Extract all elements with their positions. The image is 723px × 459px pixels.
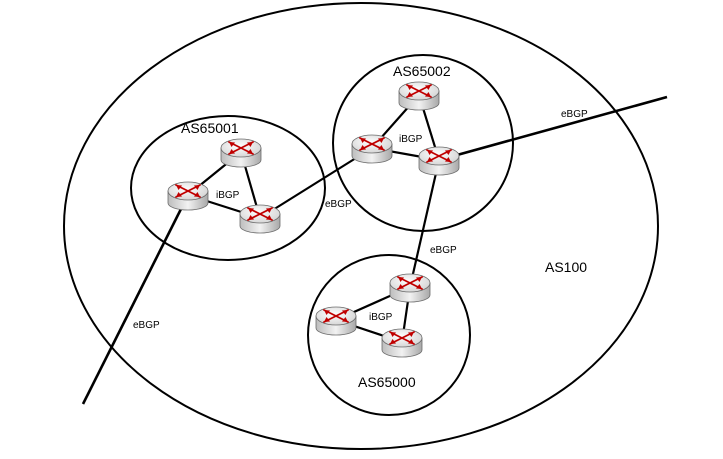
as65001-boundary (130, 115, 326, 261)
as65000-label: AS65000 (358, 374, 416, 390)
router-icon (220, 138, 262, 168)
router-icon (381, 328, 423, 358)
router-icon (315, 306, 357, 336)
as100-boundary (63, 2, 659, 450)
ebgp-label-65002-65000: eBGP (430, 245, 457, 256)
ibgp-label-as65002: iBGP (399, 134, 423, 145)
as100-label: AS100 (545, 259, 587, 275)
ebgp-label-external-left: eBGP (133, 320, 160, 331)
ibgp-label-as65000: iBGP (369, 312, 393, 323)
router-icon (418, 146, 460, 176)
ebgp-link-external-right (438, 95, 668, 162)
as65001-label: AS65001 (181, 120, 239, 136)
ibgp-label-as65001: iBGP (216, 190, 240, 201)
router-icon (389, 273, 431, 303)
ebgp-label-65001-65002: eBGP (325, 199, 352, 210)
as65002-label: AS65002 (393, 63, 451, 79)
ebgp-link-65002-65000 (408, 159, 441, 288)
router-icon (167, 181, 209, 211)
ebgp-link-65001-65002 (259, 147, 373, 219)
router-icon (351, 134, 393, 164)
as65000-boundary (307, 254, 471, 416)
router-icon (398, 81, 440, 111)
ebgp-link-external-left (81, 194, 190, 405)
ebgp-label-external-right: eBGP (561, 109, 588, 120)
router-icon (239, 204, 281, 234)
